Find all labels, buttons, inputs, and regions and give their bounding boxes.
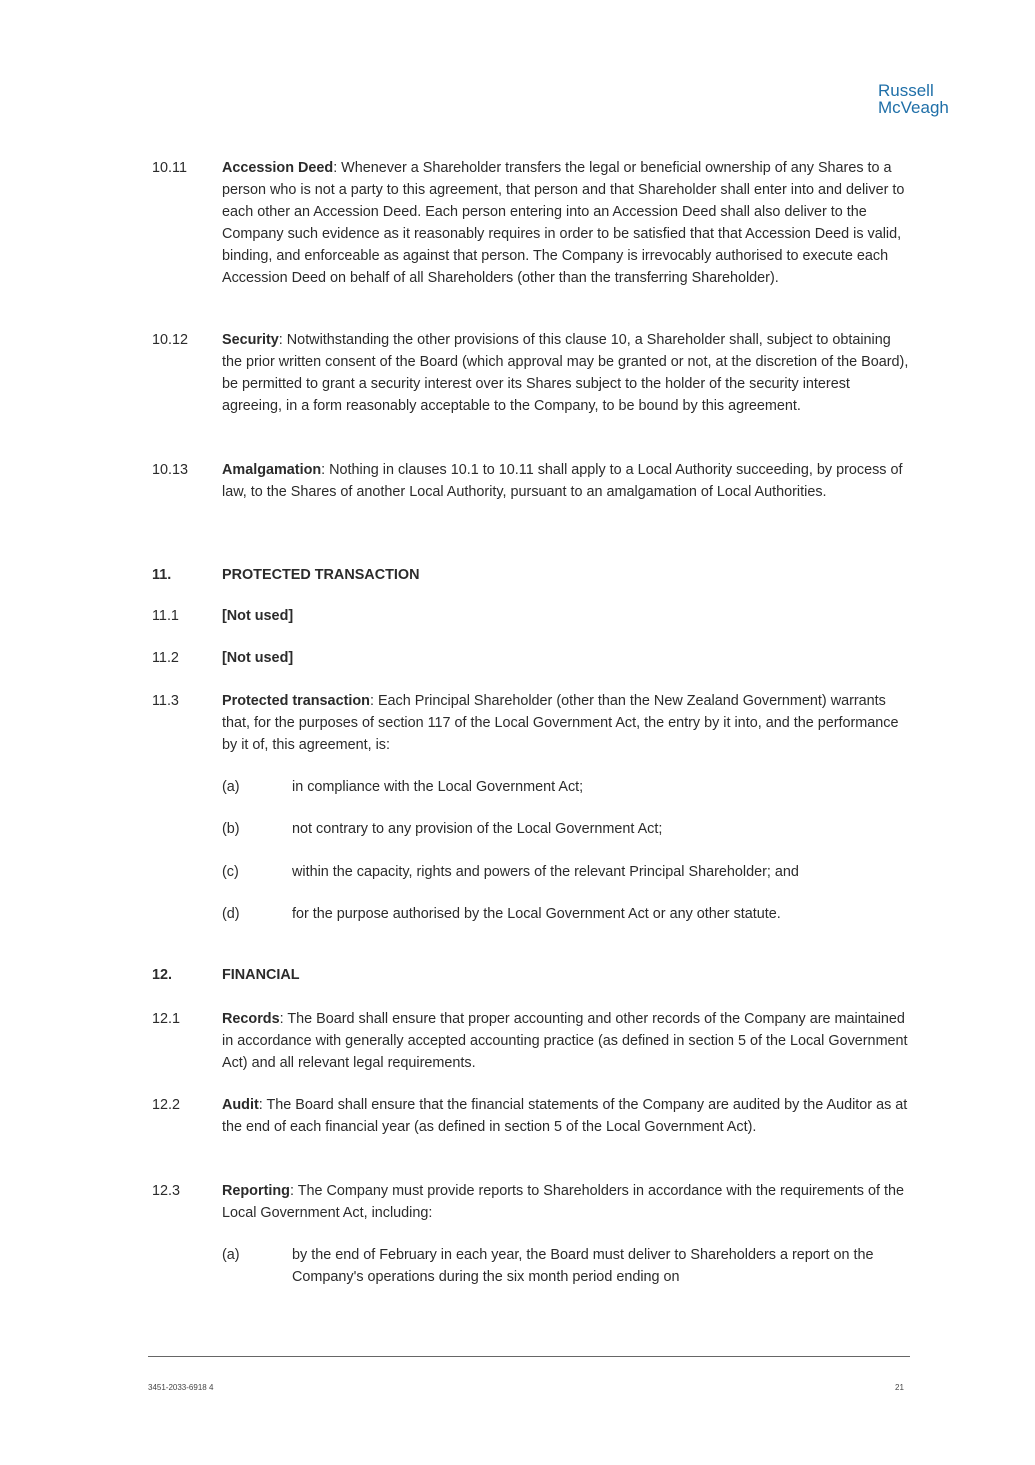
- clause-number: 11.2: [152, 650, 179, 666]
- clause-number: 12.3: [152, 1183, 181, 1199]
- list-item-text: for the purpose authorised by the Local …: [292, 906, 781, 922]
- clause-text: Reporting: The Company must provide repo…: [222, 1180, 910, 1224]
- section-title: FINANCIAL: [222, 967, 300, 983]
- clause-number: 10.11: [152, 160, 187, 176]
- section-title: PROTECTED TRANSACTION: [222, 567, 420, 583]
- section-number: 11.: [152, 567, 172, 583]
- clause-number: 12.2: [152, 1097, 181, 1113]
- clause-number: 11.3: [152, 693, 179, 709]
- clause-title: Protected transaction: [222, 693, 370, 709]
- page-number: 21: [895, 1383, 904, 1392]
- logo-line-2: McVeagh: [878, 98, 949, 117]
- list-item-text: in compliance with the Local Government …: [292, 779, 584, 795]
- clause-number: 12.1: [152, 1011, 181, 1027]
- list-item-letter: (a): [222, 1247, 240, 1263]
- clause-text: Accession Deed: Whenever a Shareholder t…: [222, 157, 910, 289]
- clause-title: Accession Deed: [222, 160, 334, 176]
- clause-text: Audit: The Board shall ensure that the f…: [222, 1094, 910, 1138]
- list-item-letter: (d): [222, 906, 240, 922]
- clause-number: 10.12: [152, 332, 189, 348]
- list-item-text: within the capacity, rights and powers o…: [292, 864, 799, 880]
- list-item-letter: (b): [222, 821, 240, 837]
- clause-body: : Each Principal Shareholder (other than…: [222, 693, 899, 753]
- clause-text: Protected transaction: Each Principal Sh…: [222, 690, 910, 756]
- clause-text: Amalgamation: Nothing in clauses 10.1 to…: [222, 459, 910, 503]
- logo-line-1: Russell: [878, 81, 934, 100]
- firm-logo: Russell McVeagh: [878, 82, 958, 116]
- clause-title: Audit: [222, 1097, 259, 1113]
- clause-body: : Whenever a Shareholder transfers the l…: [222, 160, 905, 286]
- clause-number: 10.13: [152, 462, 189, 478]
- document-reference: 3451-2033-6918 4: [148, 1383, 214, 1392]
- clause-title: Amalgamation: [222, 462, 322, 478]
- list-item-text: not contrary to any provision of the Loc…: [292, 821, 663, 837]
- clause-body: : The Board shall ensure that proper acc…: [222, 1011, 908, 1071]
- clause-title: [Not used]: [222, 650, 294, 666]
- clause-body: : Nothing in clauses 10.1 to 10.11 shall…: [222, 462, 903, 500]
- clause-body: : Notwithstanding the other provisions o…: [222, 332, 909, 414]
- list-item-letter: (c): [222, 864, 239, 880]
- clause-text: Records: The Board shall ensure that pro…: [222, 1008, 910, 1074]
- list-item-letter: (a): [222, 779, 240, 795]
- clause-title: Reporting: [222, 1183, 290, 1199]
- clause-title: Security: [222, 332, 279, 348]
- footer-rule: [148, 1356, 910, 1357]
- clause-body: : The Board shall ensure that the financ…: [222, 1097, 908, 1135]
- clause-number: 11.1: [152, 608, 179, 624]
- clause-title: [Not used]: [222, 608, 294, 624]
- list-item-text: by the end of February in each year, the…: [292, 1247, 874, 1285]
- clause-text: Security: Notwithstanding the other prov…: [222, 329, 910, 417]
- section-number: 12.: [152, 967, 173, 983]
- clause-title: Records: [222, 1011, 280, 1027]
- clause-body: : The Company must provide reports to Sh…: [222, 1183, 905, 1221]
